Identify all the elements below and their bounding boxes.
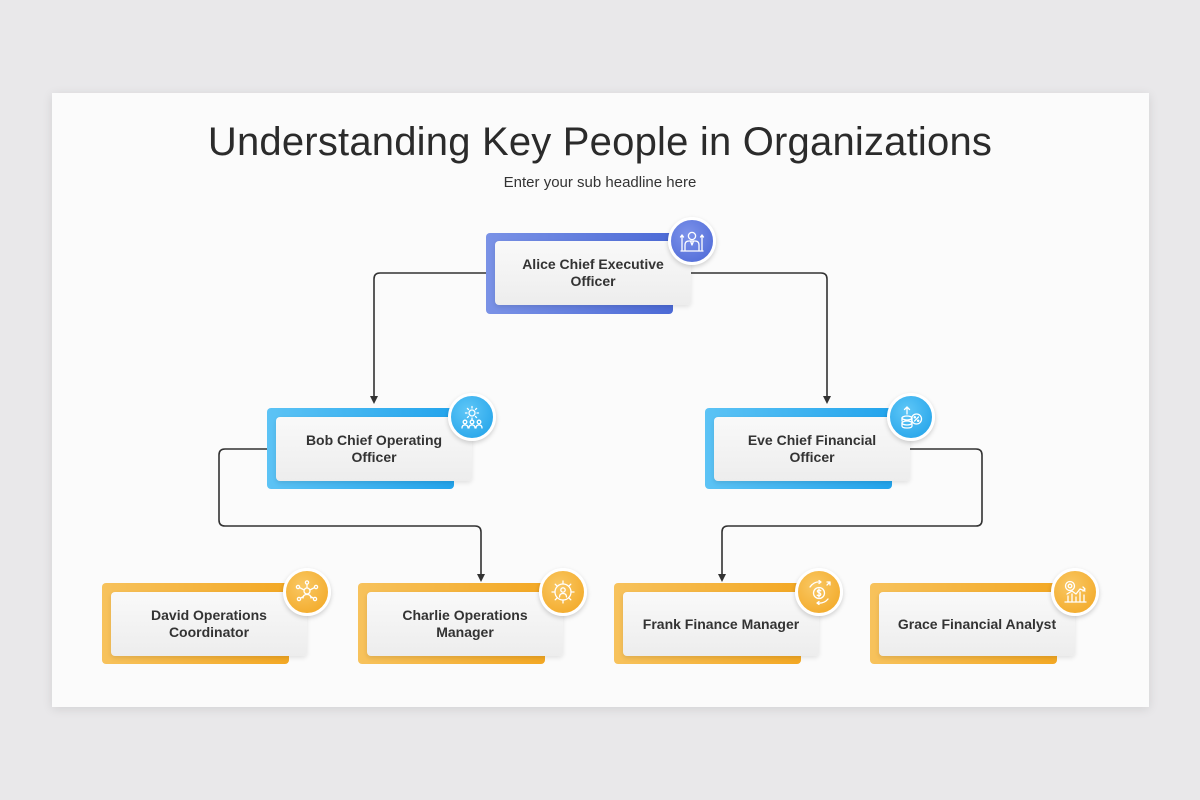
node-label: David Operations Coordinator [111,592,307,656]
coins-percent-icon [887,393,935,441]
operations-gear-team-icon [448,393,496,441]
edge-bob-charlie [218,448,485,582]
edge-eve-frank [718,448,983,582]
node-label: Grace Financial Analyst [879,592,1075,656]
node-label: Charlie Operations Manager [367,592,563,656]
chart-analysis-icon [1051,568,1099,616]
node-alice-ceo[interactable]: Alice Chief Executive Officer [486,217,718,317]
node-david-ops-coordinator[interactable]: David Operations Coordinator [102,568,334,668]
node-bob-coo[interactable]: Bob Chief Operating Officer [267,393,499,493]
page-subtitle: Enter your sub headline here [503,174,697,191]
gear-person-icon [539,568,587,616]
node-frank-finance-manager[interactable]: Frank Finance Manager [614,568,846,668]
node-grace-financial-analyst[interactable]: Grace Financial Analyst [870,568,1102,668]
edge-alice-bob [370,272,486,404]
executive-person-icon [668,217,716,265]
node-charlie-ops-manager[interactable]: Charlie Operations Manager [358,568,590,668]
dollar-cycle-icon [795,568,843,616]
page-title: Understanding Key People in Organization… [207,120,993,164]
node-eve-cfo[interactable]: Eve Chief Financial Officer [705,393,937,493]
node-label: Frank Finance Manager [623,592,819,656]
node-label: Eve Chief Financial Officer [714,417,910,481]
node-label: Bob Chief Operating Officer [276,417,472,481]
edge-alice-eve [690,272,831,404]
node-label: Alice Chief Executive Officer [495,241,691,305]
network-people-icon [283,568,331,616]
